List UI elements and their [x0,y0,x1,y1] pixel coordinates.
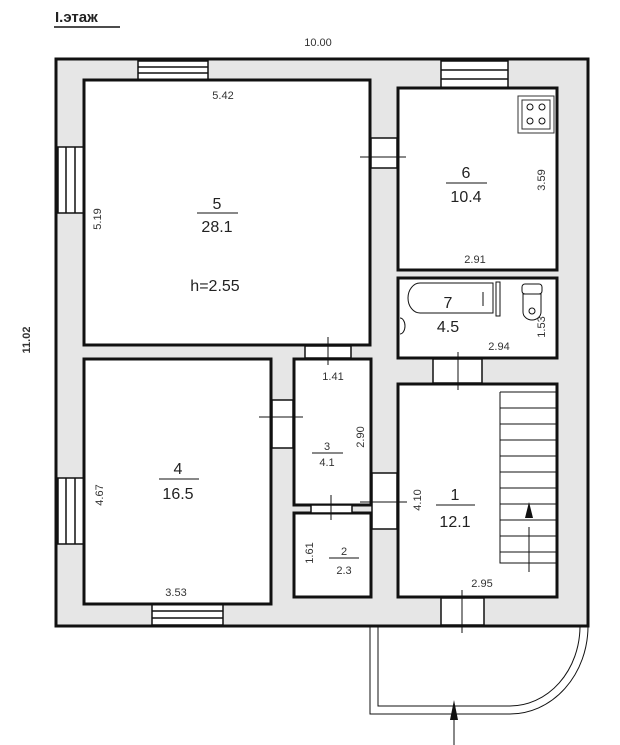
svg-text:28.1: 28.1 [201,219,232,236]
svg-text:2.3: 2.3 [336,565,351,577]
overall-width: 10.00 [304,37,332,49]
stair-arrow-icon [525,502,533,572]
room-7 [396,276,559,360]
svg-text:3.59: 3.59 [536,169,548,190]
window [151,603,224,626]
staircase [499,391,557,564]
sink-icon [399,317,406,335]
room-3 [292,357,373,507]
svg-text:5.42: 5.42 [212,90,233,102]
svg-text:4.10: 4.10 [412,489,424,510]
svg-text:2.94: 2.94 [488,341,509,353]
room-2 [292,511,373,599]
svg-text:2.90: 2.90 [355,426,367,447]
svg-text:1.61: 1.61 [304,542,316,563]
svg-text:2.95: 2.95 [471,578,492,590]
toilet-icon [521,283,543,321]
svg-text:4.67: 4.67 [94,484,106,505]
room-5-label: 5 28.1 h=2.55 5.42 5.19 [92,90,240,295]
doorways [259,137,485,633]
svg-text:5.19: 5.19 [92,208,104,229]
bathtub-icon [407,281,501,317]
door [371,472,398,530]
room-2-label: 2 2.3 1.61 [304,542,359,577]
svg-text:16.5: 16.5 [162,486,193,503]
room-4 [82,357,273,606]
windows [57,60,509,626]
window [57,146,85,214]
entrance-arrow-icon [450,700,458,720]
window [137,60,209,81]
window [57,477,85,545]
svg-text:1.53: 1.53 [536,316,548,337]
ceiling-height: h=2.55 [190,278,239,295]
stove-icon [517,95,555,134]
window [440,60,509,89]
room-1-label: 1 12.1 2.95 4.10 [412,487,493,590]
room-1 [396,382,559,599]
svg-text:6: 6 [462,165,471,182]
svg-text:1: 1 [451,487,460,504]
svg-text:7: 7 [444,295,453,312]
svg-text:5: 5 [213,196,222,213]
room-4-label: 4 16.5 3.53 4.67 [94,461,199,599]
porch [369,626,589,745]
svg-text:2: 2 [341,546,347,558]
room-3-label: 3 4.1 1.41 2.90 [312,371,367,469]
floor-title: I.этаж [55,9,98,26]
overall-height: 11.02 [21,327,33,354]
room-7-label: 7 4.5 2.94 1.53 [432,295,548,353]
svg-text:2.91: 2.91 [464,254,485,266]
svg-text:12.1: 12.1 [439,514,470,531]
svg-text:4.1: 4.1 [319,457,334,469]
svg-text:4: 4 [174,461,183,478]
room-6-label: 6 10.4 2.91 3.59 [446,165,548,266]
svg-text:3: 3 [324,441,330,453]
door [271,399,294,449]
svg-text:1.41: 1.41 [322,371,343,383]
svg-text:10.4: 10.4 [450,189,481,206]
door [370,137,398,169]
svg-text:3.53: 3.53 [165,587,186,599]
svg-text:4.5: 4.5 [437,319,459,336]
